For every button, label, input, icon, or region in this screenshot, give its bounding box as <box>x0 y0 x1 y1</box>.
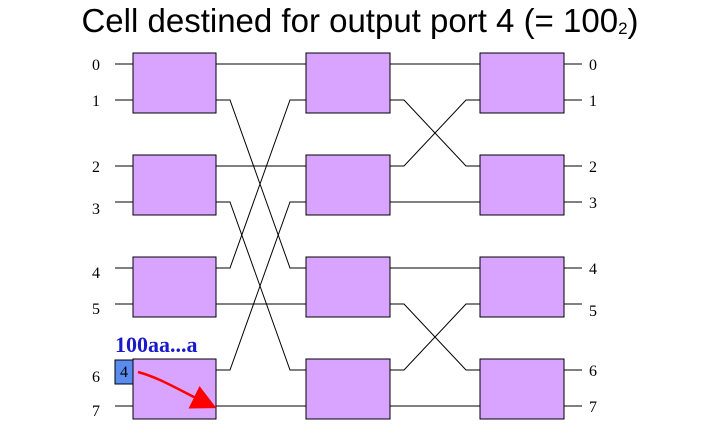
switch-s3-0 <box>479 52 565 114</box>
switch-s1-0 <box>132 52 217 114</box>
title-text: Cell destined for output port 4 (= 100 <box>81 2 619 39</box>
cell-header-label: 4 <box>120 364 128 381</box>
input-port-label-1: 1 <box>92 93 100 110</box>
output-port-label-6: 6 <box>589 363 597 380</box>
output-port-label-3: 3 <box>589 195 597 212</box>
switch-s1-3 <box>132 358 217 420</box>
input-port-label-7: 7 <box>92 403 100 420</box>
output-port-label-4: 4 <box>589 261 597 278</box>
title-close: ) <box>627 2 639 39</box>
route-arrow <box>137 370 217 409</box>
output-port-label-7: 7 <box>589 399 597 416</box>
input-port-label-6: 6 <box>92 369 100 386</box>
switch-s3-2 <box>479 256 565 318</box>
output-port-label-1: 1 <box>589 93 597 110</box>
input-port-label-4: 4 <box>92 265 100 282</box>
switch-s2-3 <box>305 358 391 420</box>
cell-header-box <box>114 359 134 385</box>
switch-s1-2 <box>132 256 217 318</box>
link-s1-3 <box>216 201 306 371</box>
switch-s1-1 <box>132 154 217 216</box>
switch-s2-0 <box>305 52 391 114</box>
link-s2-2 <box>390 99 480 167</box>
switch-s2-2 <box>305 256 391 318</box>
output-port-label-2: 2 <box>589 159 597 176</box>
input-port-label-3: 3 <box>92 201 100 218</box>
diagram-title: Cell destined for output port 4 (= 1002) <box>0 2 720 40</box>
output-port-label-0: 0 <box>589 57 597 74</box>
cell-address-label: 100aa...a <box>115 332 198 357</box>
switch-s3-3 <box>479 358 565 420</box>
link-s1-6 <box>216 201 306 371</box>
switch-s2-1 <box>305 154 391 216</box>
title-subscript: 2 <box>618 19 628 38</box>
link-s1-4 <box>216 99 306 269</box>
link-s1-1 <box>216 99 306 269</box>
switch-elements <box>132 52 565 420</box>
input-port-label-5: 5 <box>92 301 100 318</box>
switch-s3-1 <box>479 154 565 216</box>
output-port-label-5: 5 <box>589 303 597 320</box>
input-port-label-0: 0 <box>92 57 100 74</box>
input-port-label-2: 2 <box>92 159 100 176</box>
interconnect-wires <box>115 63 582 407</box>
link-s2-6 <box>390 303 480 371</box>
